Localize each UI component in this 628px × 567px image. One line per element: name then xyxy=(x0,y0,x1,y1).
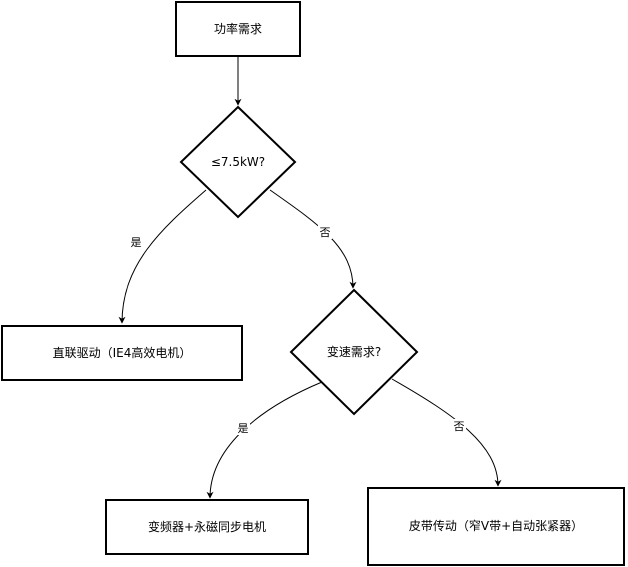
node-power-check-label: ≤7.5kW? xyxy=(211,155,265,169)
node-speed-check: 变速需求? xyxy=(289,288,419,416)
node-power-check: ≤7.5kW? xyxy=(179,105,297,219)
edge-label-yes-2: 是 xyxy=(238,422,249,435)
node-belt-drive: 皮带传动（窄V带+自动张紧器） xyxy=(367,487,625,566)
edge-label-no-1: 否 xyxy=(320,226,331,239)
edge-check-no: 否 xyxy=(269,189,357,289)
node-speed-check-label: 变速需求? xyxy=(327,344,381,359)
edge-label-yes-1: 是 xyxy=(131,236,142,249)
node-direct-drive: 直联驱动（IE4高效电机） xyxy=(1,325,243,381)
node-direct-drive-label: 直联驱动（IE4高效电机） xyxy=(53,345,192,360)
edge-speed-yes: 是 xyxy=(206,381,323,499)
edge-check-yes: 是 xyxy=(118,189,207,324)
node-vfd-pm: 变频器+永磁同步电机 xyxy=(105,499,309,555)
edge-label-no-2: 否 xyxy=(454,420,465,433)
node-power-demand: 功率需求 xyxy=(175,1,301,57)
node-belt-drive-label: 皮带传动（窄V带+自动张紧器） xyxy=(409,518,583,533)
edge-speed-no: 否 xyxy=(391,378,502,487)
node-power-demand-label: 功率需求 xyxy=(214,21,262,36)
node-vfd-pm-label: 变频器+永磁同步电机 xyxy=(148,519,266,534)
